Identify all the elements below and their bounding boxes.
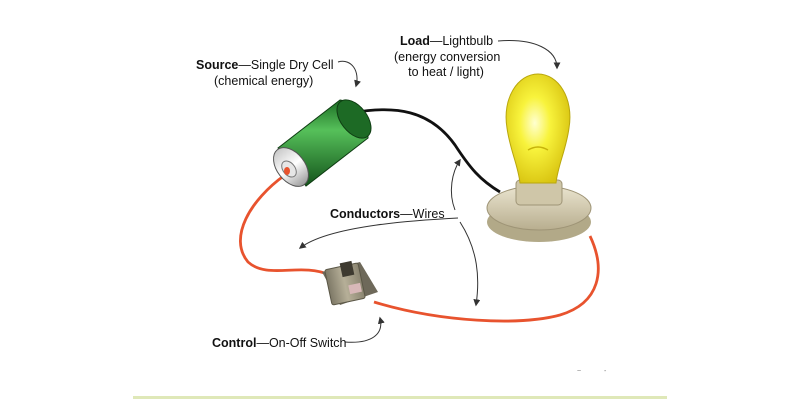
footer-bar [133, 396, 667, 399]
load-subtext-line: to heat / light) [408, 65, 484, 79]
source-sep: — [238, 58, 251, 72]
load-subtext: (energy conversion to heat / light) [394, 50, 501, 80]
arrow-icon [337, 60, 361, 88]
control-desc: On-Off Switch [268, 336, 347, 350]
load-desc: Lightbulb [442, 34, 494, 48]
lightbulb-icon [486, 73, 592, 242]
source-label: Source—Single Dry Cell [196, 58, 334, 73]
conductors-term: Conductors [330, 207, 401, 221]
control-label: Control—On-Off Switch [212, 336, 347, 351]
conductors-label: Conductors—Wires [330, 207, 445, 222]
svg-text:~: ~ [577, 368, 581, 375]
control-term: Control [212, 336, 257, 350]
source-desc: Single Dry Cell [250, 58, 334, 72]
wire-positive-right [373, 235, 600, 323]
conductors-sep: — [400, 207, 413, 221]
conductors-desc: Wires [412, 207, 445, 221]
arrow-icon [450, 158, 461, 211]
wire-negative [351, 108, 501, 194]
battery-icon [273, 99, 372, 187]
arrow-icon [497, 40, 561, 70]
arrow-icon [298, 217, 459, 249]
arrow-icon [344, 316, 385, 343]
load-term: Load [400, 34, 430, 48]
load-sep: — [429, 34, 443, 48]
svg-text:-: - [604, 368, 607, 375]
source-term: Source [196, 58, 239, 72]
wire-positive-left [239, 173, 331, 277]
load-label: Load—Lightbulb [400, 34, 493, 49]
control-sep: — [256, 336, 269, 350]
load-subtext-line: (energy conversion [394, 50, 501, 64]
switch-icon [322, 260, 378, 306]
arrow-icon [459, 221, 481, 307]
source-subtext: (chemical energy) [214, 74, 314, 88]
